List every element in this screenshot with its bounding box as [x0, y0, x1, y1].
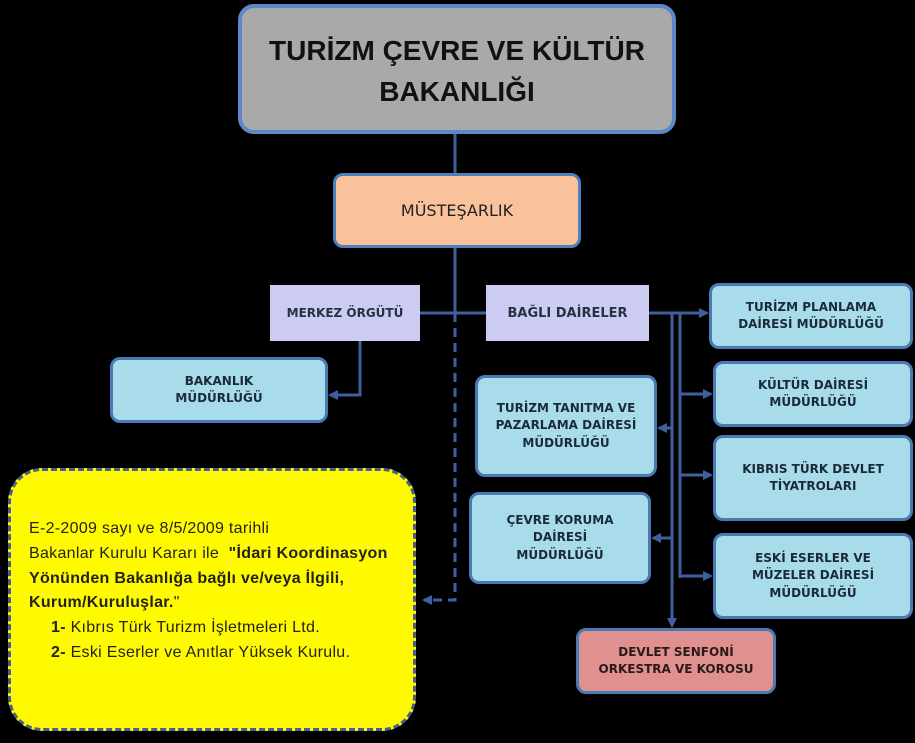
ministry-title-box: TURİZM ÇEVRE VE KÜLTÜR BAKANLIĞI — [238, 4, 676, 134]
note-item-1: 1- Kıbrıs Türk Turizm İşletmeleri Ltd. — [29, 616, 399, 641]
note-item-1-number: 1- — [51, 619, 66, 637]
ministry-title: TURİZM ÇEVRE VE KÜLTÜR BAKANLIĞI — [269, 35, 645, 107]
note-item-2-text: Eski Eserler ve Anıtlar Yüksek Kurulu. — [70, 643, 351, 661]
environment-protection-label: ÇEVRE KORUMA DAİRESİ MÜDÜRLÜĞÜ — [506, 512, 614, 562]
affiliated-departments-label: BAĞLI DAİRELER — [507, 305, 628, 321]
affiliated-departments-box: BAĞLI DAİRELER — [486, 285, 649, 341]
tourism-planning-box: TURİZM PLANLAMA DAİRESİ MÜDÜRLÜĞÜ — [709, 283, 913, 349]
ministry-directorate-box: BAKANLIK MÜDÜRLÜĞÜ — [110, 357, 328, 423]
decree-note-box: E-2-2009 sayı ve 8/5/2009 tarihli Bakanl… — [8, 468, 416, 731]
connector-dashed-to-note — [422, 313, 457, 605]
undersecretariat-box: MÜSTEŞARLIK — [333, 173, 581, 248]
note-item-1-text: Kıbrıs Türk Turizm İşletmeleri Ltd. — [70, 619, 320, 637]
tourism-promotion-label: TURİZM TANITMA VE PAZARLAMA DAİRESİ MÜDÜ… — [495, 400, 637, 450]
note-line-2: Bakanlar Kurulu Kararı ile "İdari Koordi… — [29, 542, 399, 616]
state-symphony-box: DEVLET SENFONİ ORKESTRA VE KOROSU — [576, 628, 776, 694]
tourism-promotion-box: TURİZM TANITMA VE PAZARLAMA DAİRESİ MÜDÜ… — [475, 375, 657, 477]
ministry-directorate-label: BAKANLIK MÜDÜRLÜĞÜ — [175, 373, 263, 405]
note-quote: "İdari Koordinasyon Yönünden Bakanlığa b… — [29, 544, 388, 612]
state-symphony-label: DEVLET SENFONİ ORKESTRA VE KOROSU — [598, 644, 754, 676]
note-line-1: E-2-2009 sayı ve 8/5/2009 tarihli — [29, 520, 270, 537]
central-organization-label: MERKEZ ÖRGÜTÜ — [286, 306, 404, 320]
central-organization-box: MERKEZ ÖRGÜTÜ — [270, 285, 420, 341]
note-quote-end: " — [173, 594, 180, 612]
antiquities-museums-box: ESKİ ESERLER VE MÜZELER DAİRESİ MÜDÜRLÜĞ… — [713, 533, 913, 619]
connector-central-to-ministry-directorate — [328, 341, 362, 400]
note-item-2-number: 2- — [51, 643, 66, 661]
environment-protection-box: ÇEVRE KORUMA DAİRESİ MÜDÜRLÜĞÜ — [469, 492, 651, 584]
tourism-planning-label: TURİZM PLANLAMA DAİRESİ MÜDÜRLÜĞÜ — [738, 299, 884, 331]
culture-department-box: KÜLTÜR DAİRESİ MÜDÜRLÜĞÜ — [713, 361, 913, 427]
note-item-2: 2- Eski Eserler ve Anıtlar Yüksek Kurulu… — [29, 641, 399, 666]
antiquities-museums-label: ESKİ ESERLER VE MÜZELER DAİRESİ MÜDÜRLÜĞ… — [751, 550, 875, 600]
undersecretariat-label: MÜSTEŞARLIK — [400, 201, 514, 220]
culture-department-label: KÜLTÜR DAİRESİ MÜDÜRLÜĞÜ — [757, 377, 869, 409]
note-line-2-text: Bakanlar Kurulu Kararı ile — [29, 544, 220, 562]
state-theatres-label: KIBRIS TÜRK DEVLET TİYATROLARI — [742, 461, 884, 493]
state-theatres-box: KIBRIS TÜRK DEVLET TİYATROLARI — [713, 435, 913, 521]
